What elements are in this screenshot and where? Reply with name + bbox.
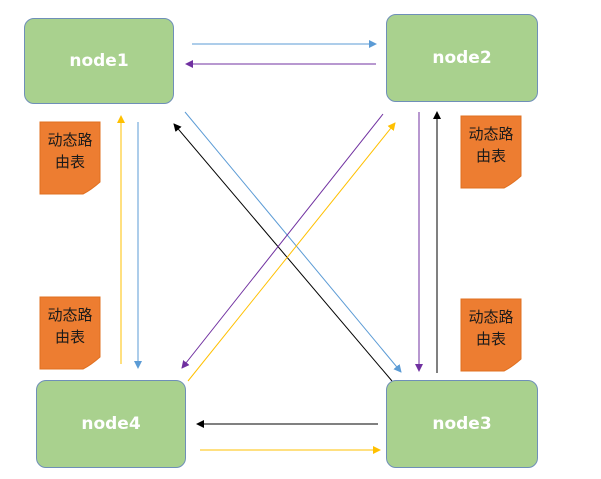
node4-label: node4: [81, 414, 141, 434]
node3-label: node3: [432, 414, 492, 434]
routing-table-node2: 动态路 由表: [460, 115, 522, 189]
edge-node2-to-node4: [181, 113, 384, 369]
document-shape-icon: [460, 298, 522, 372]
routing-table-text: 动态路 由表: [468, 308, 514, 348]
routing-table-text: 动态路 由表: [47, 306, 93, 346]
edge-node1-to-node3: [184, 111, 402, 373]
node4-box[interactable]: node4: [36, 380, 186, 468]
routing-table-node4: 动态路 由表: [39, 296, 101, 370]
document-shape-icon: [39, 296, 101, 370]
edge-node4-to-node2: [187, 122, 396, 382]
node3-box[interactable]: node3: [386, 380, 538, 468]
node2-label: node2: [432, 48, 492, 68]
node1-label: node1: [69, 51, 129, 71]
node2-box[interactable]: node2: [386, 14, 538, 102]
routing-table-text: 动态路 由表: [47, 131, 93, 171]
routing-table-node1: 动态路 由表: [39, 121, 101, 195]
routing-table-node3: 动态路 由表: [460, 298, 522, 372]
document-shape-icon: [460, 115, 522, 189]
edge-node3-to-node1: [173, 123, 393, 382]
node1-box[interactable]: node1: [24, 18, 174, 104]
document-shape-icon: [39, 121, 101, 195]
routing-table-text: 动态路 由表: [468, 125, 514, 165]
